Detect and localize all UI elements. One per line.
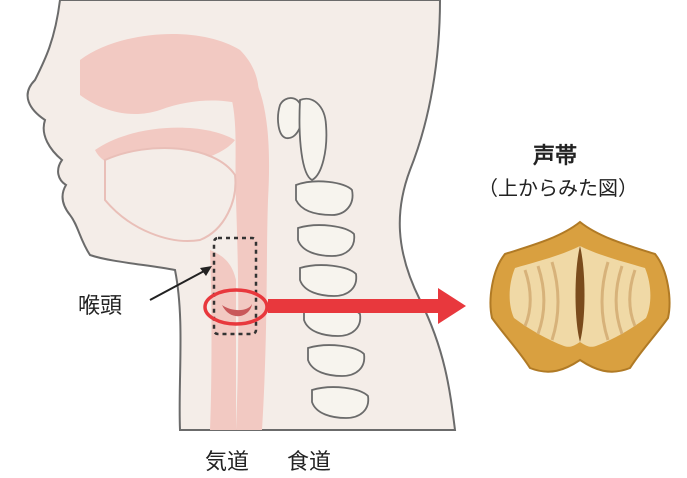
vocal-cords-illustration xyxy=(491,222,670,372)
larynx-label: 喉頭 xyxy=(78,288,122,320)
red-arrow-shaft xyxy=(268,299,438,313)
vocal-cords-subtitle: （上からみた図） xyxy=(478,172,638,201)
esophagus-label: 食道 xyxy=(287,444,331,476)
trachea-label: 気道 xyxy=(205,444,249,476)
red-arrow-head xyxy=(438,288,466,324)
vocal-cords-title: 声帯 xyxy=(525,138,585,170)
